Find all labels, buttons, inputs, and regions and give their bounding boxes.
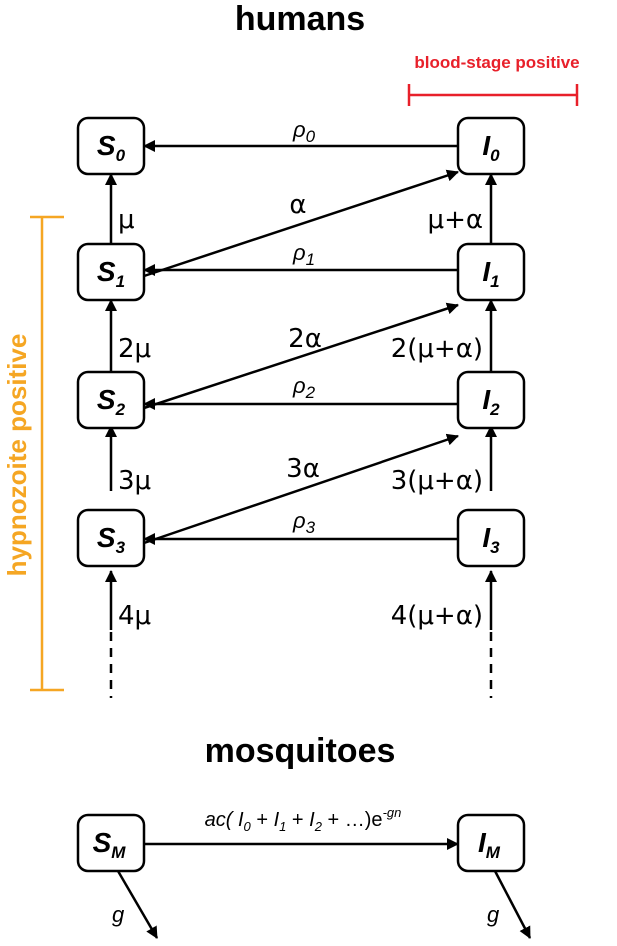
arrow-im-death	[493, 870, 532, 939]
node-sm: SM	[76, 813, 146, 873]
svg-text:I1: I1	[482, 256, 499, 291]
blood-stage-annotation: blood-stage positive	[407, 53, 580, 106]
rate-rho-1: ρ1	[292, 240, 315, 269]
rate-mu-alpha-3: 3(μ+α)	[391, 466, 483, 496]
rate-alpha-2: 2α	[288, 324, 322, 354]
svg-text:IM: IM	[478, 827, 501, 862]
rate-infection: ac( I0 + I1 + I2 + …)e-gn	[205, 805, 402, 834]
svg-text:SM: SM	[93, 827, 127, 862]
node-s0: S0	[76, 116, 146, 176]
hypnozoite-annotation: hypnozoite positive	[2, 215, 64, 692]
svg-text:S3: S3	[97, 522, 126, 557]
node-s3: S3	[76, 508, 146, 568]
rate-mu-1: μ	[118, 205, 135, 235]
rate-mu-2: 2μ	[118, 334, 151, 364]
rate-rho-0: ρ0	[292, 117, 316, 146]
heading-mosquitoes: mosquitoes	[205, 732, 396, 770]
rate-mu-3: 3μ	[118, 466, 151, 496]
rate-mu-4: 4μ	[118, 601, 151, 631]
arrow-s2-to-i1	[143, 302, 459, 410]
arrow-sm-death	[116, 870, 159, 939]
arrow-s3-to-i2	[143, 433, 459, 545]
svg-text:S2: S2	[97, 384, 126, 419]
arrow-s1-to-i0	[143, 169, 459, 278]
node-im: IM	[456, 813, 526, 873]
heading-humans: humans	[235, 0, 365, 38]
hypnozoite-label: hypnozoite positive	[2, 334, 32, 577]
rate-g-left: g	[112, 902, 125, 927]
rate-alpha-1: α	[289, 190, 306, 220]
rate-g-right: g	[487, 902, 500, 927]
svg-text:S0: S0	[97, 130, 126, 165]
blood-stage-label: blood-stage positive	[414, 53, 579, 72]
rate-rho-2: ρ2	[292, 373, 316, 402]
node-i1: I1	[456, 242, 526, 302]
rate-rho-3: ρ3	[292, 508, 316, 537]
svg-text:I3: I3	[482, 522, 500, 557]
rate-mu-alpha-4: 4(μ+α)	[391, 601, 483, 631]
svg-text:I0: I0	[482, 130, 500, 165]
rate-alpha-3: 3α	[286, 454, 320, 484]
rate-mu-alpha-1: μ+α	[428, 205, 483, 235]
node-s1: S1	[76, 242, 146, 302]
node-i2: I2	[456, 370, 526, 430]
node-s2: S2	[76, 370, 146, 430]
svg-text:S1: S1	[97, 256, 125, 291]
node-i0: I0	[456, 116, 526, 176]
svg-text:I2: I2	[482, 384, 500, 419]
rate-mu-alpha-2: 2(μ+α)	[391, 334, 483, 364]
node-i3: I3	[456, 508, 526, 568]
